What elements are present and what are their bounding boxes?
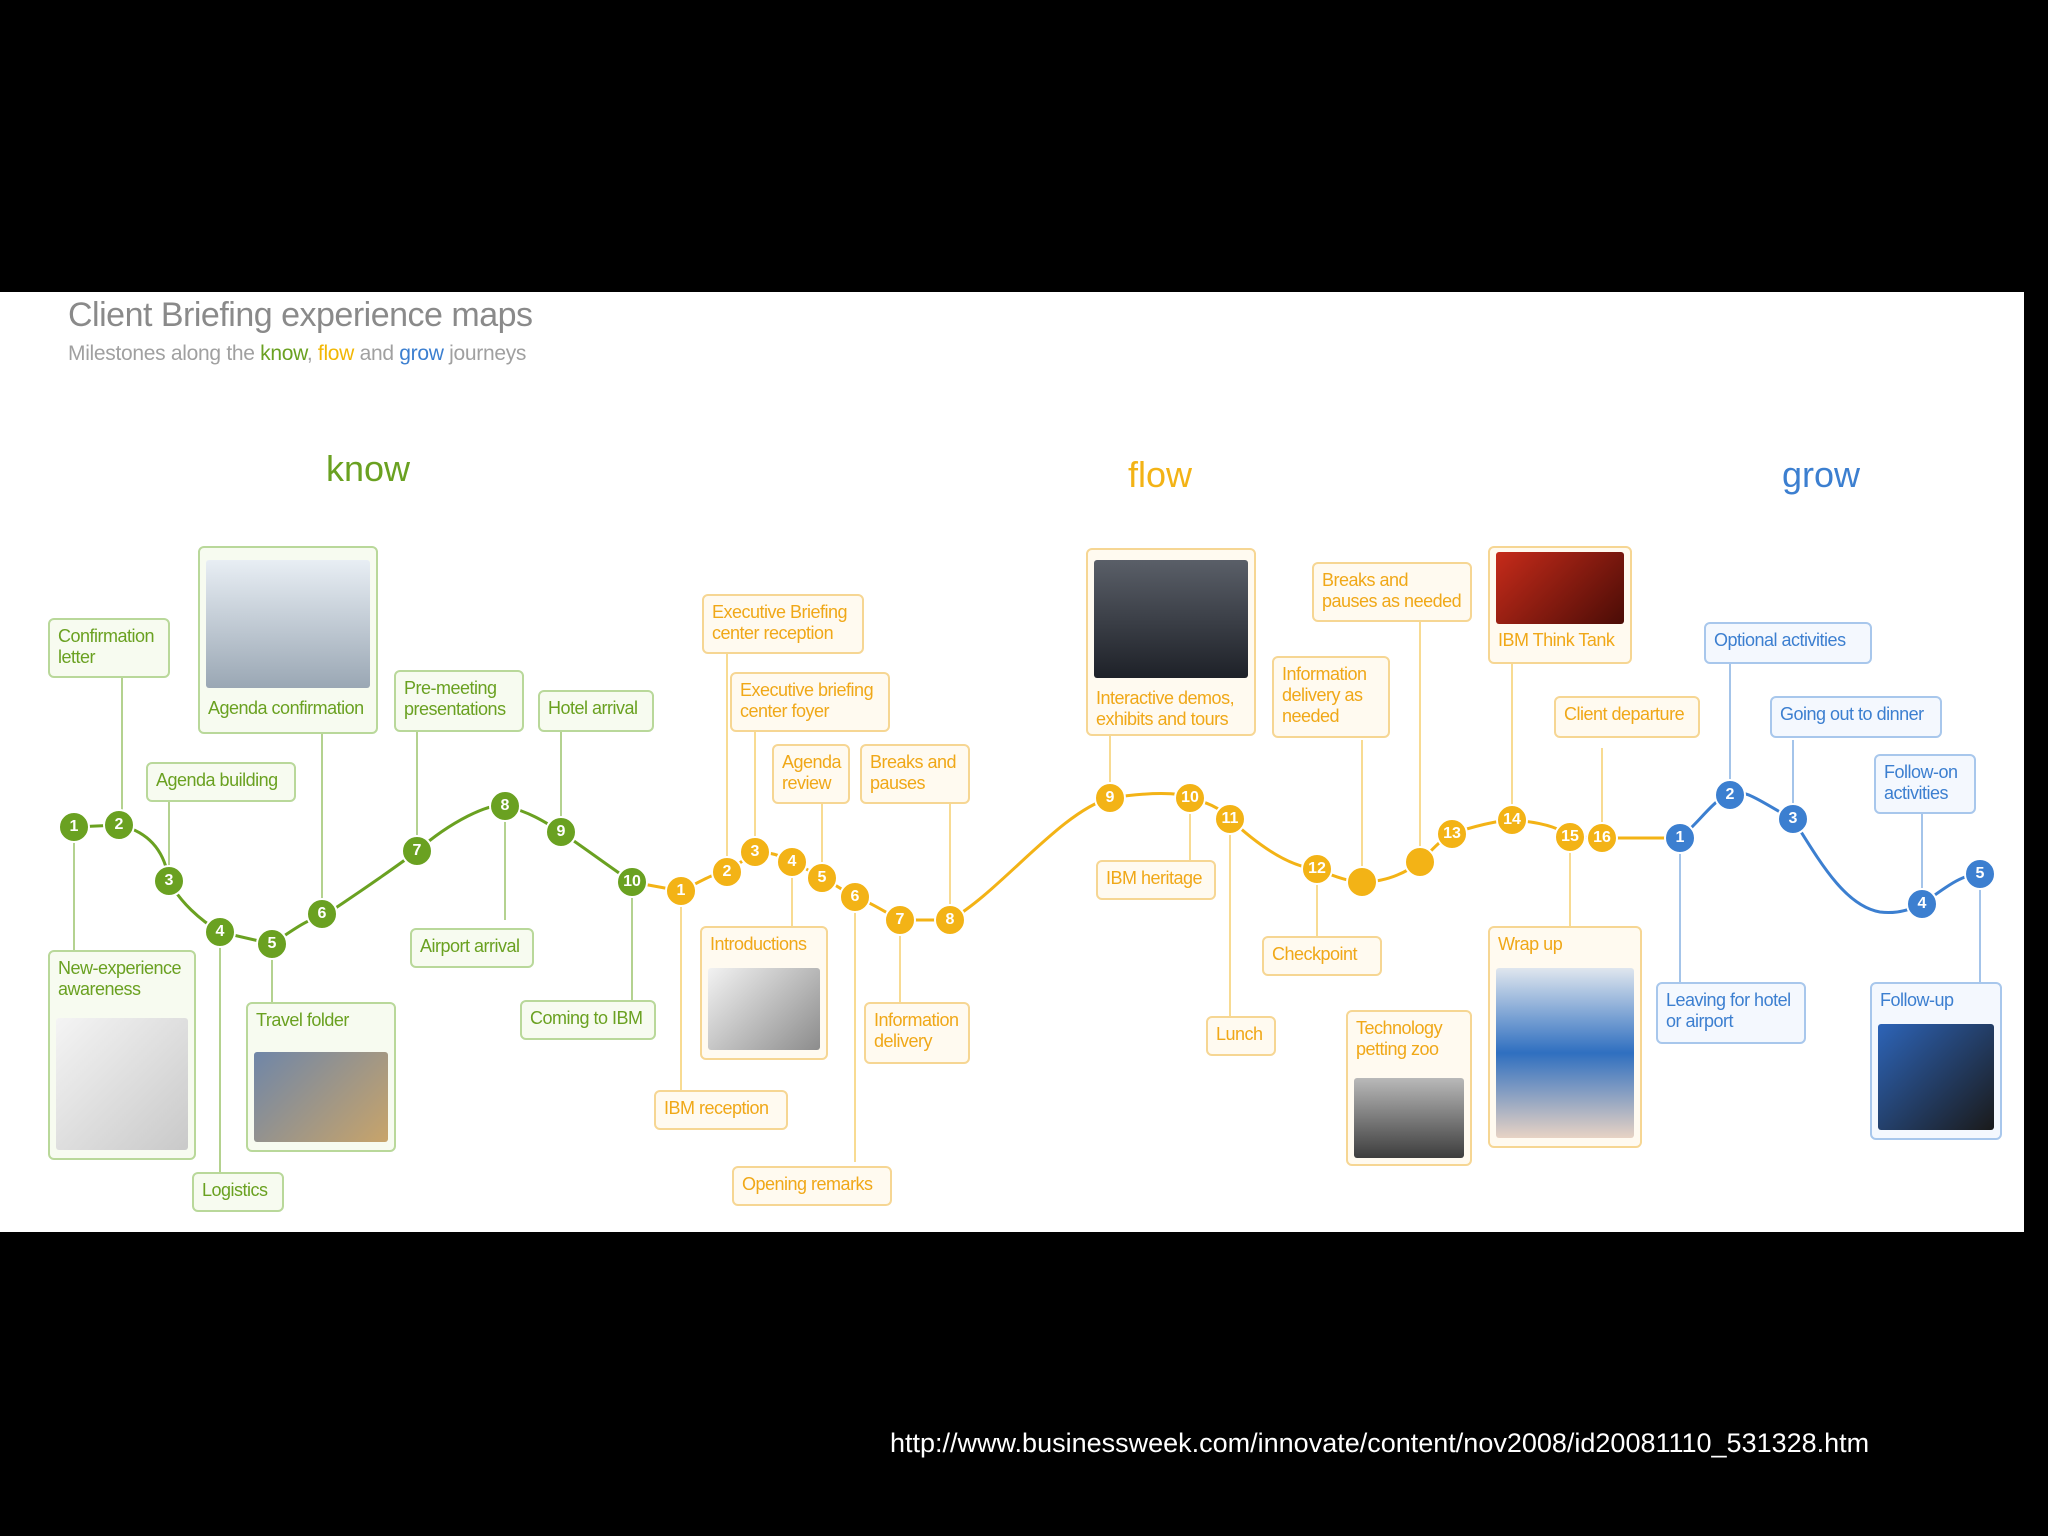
label-agenda-review: Agenda review [772,744,850,804]
know-node: 7 [401,835,433,867]
flow-node: 12 [1301,853,1333,885]
subtitle-sep1: , [306,342,318,365]
label-confirmation-letter: Confirmation letter [48,618,170,678]
flow-node: 16 [1586,822,1618,854]
label-agenda-confirmation: Agenda confirmation [198,546,378,734]
flow-node: 15 [1554,821,1586,853]
experience-map-panel: Client Briefing experience maps Mileston… [0,292,2024,1232]
flow-node [1346,866,1378,898]
label-travel-folder: Travel folder [246,1002,396,1152]
label-information-as-needed: Information delivery as needed [1272,656,1390,738]
label-wrap-up: Wrap up [1488,926,1642,1148]
label-introductions: Introductions [700,926,828,1060]
label-follow-on-activities: Follow-on activities [1874,754,1976,814]
subtitle-know: know [260,342,307,365]
label-going-out-to-dinner: Going out to dinner [1770,696,1942,738]
tech-zoo-text: Technology petting zoo [1356,1018,1443,1059]
travel-folder-image [254,1052,388,1142]
follow-up-text: Follow-up [1880,990,1954,1010]
journey-heading-grow: grow [1782,454,1861,495]
label-hotel-arrival: Hotel arrival [538,690,654,732]
label-agenda-building: Agenda building [146,762,296,802]
label-ibm-heritage: IBM heritage [1096,860,1216,900]
know-node: 5 [256,928,288,960]
wrap-up-image [1496,968,1634,1138]
flow-node [1404,846,1436,878]
introductions-image [708,968,820,1050]
know-node: 9 [545,816,577,848]
label-lunch: Lunch [1206,1016,1276,1056]
monitor-image [206,560,370,688]
travel-folder-text: Travel folder [256,1010,349,1030]
know-node: 1 [58,811,90,843]
flow-node: 5 [806,862,838,894]
know-node: 10 [616,866,648,898]
awareness-image [56,1018,188,1150]
know-node: 4 [204,916,236,948]
label-opening-remarks: Opening remarks [732,1166,892,1206]
grow-node: 3 [1777,803,1809,835]
label-client-departure: Client departure [1554,696,1700,738]
demo-image [1094,560,1248,678]
flow-node: 9 [1094,782,1126,814]
journey-heading-flow: flow [1128,454,1193,495]
journey-heading-know: know [326,448,411,489]
label-ibm-think-tank: IBM Think Tank [1488,546,1632,664]
agenda-confirmation-text: Agenda confirmation [208,698,364,718]
grow-node: 5 [1964,858,1996,890]
flow-node: 4 [776,846,808,878]
subtitle-grow: grow [399,342,444,365]
label-new-experience-awareness: New-experience awareness [48,950,196,1160]
page-title: Client Briefing experience maps [68,296,533,334]
flow-node: 7 [884,904,916,936]
source-url: http://www.businessweek.com/innovate/con… [890,1428,1870,1458]
flow-node: 14 [1496,804,1528,836]
label-airport-arrival: Airport arrival [410,928,534,968]
label-optional-activities: Optional activities [1704,622,1872,664]
grow-node: 4 [1906,888,1938,920]
petting-zoo-image [1354,1078,1464,1158]
flow-node: 2 [711,856,743,888]
flow-node: 6 [839,881,871,913]
know-node: 3 [153,865,185,897]
subtitle-sep2: and [354,342,400,365]
know-node: 2 [103,809,135,841]
subtitle-suffix: journeys [443,342,527,365]
page-subtitle: Milestones along the know, flow and grow… [68,342,526,366]
know-leader-lines [73,674,633,1180]
label-breaks-and-pauses: Breaks and pauses [860,744,970,804]
label-technology-petting-zoo: Technology petting zoo [1346,1010,1472,1166]
flow-node: 3 [739,836,771,868]
know-node: 6 [306,898,338,930]
label-leaving-for-hotel: Leaving for hotel or airport [1656,982,1806,1044]
subtitle-flow: flow [317,342,355,365]
new-experience-text: New-experience awareness [58,958,182,999]
interactive-demos-text: Interactive demos, exhibits and tours [1096,688,1235,729]
flow-node: 10 [1174,782,1206,814]
grow-node: 1 [1664,822,1696,854]
label-pre-meeting-presentations: Pre-meeting presentations [394,670,524,732]
think-tank-text: IBM Think Tank [1498,630,1615,650]
label-executive-briefing-reception: Executive Briefing center reception [702,594,864,654]
label-checkpoint: Checkpoint [1262,936,1382,976]
wrap-up-text: Wrap up [1498,934,1563,954]
subtitle-prefix: Milestones along the [68,342,261,365]
label-logistics: Logistics [192,1172,284,1212]
flow-node: 11 [1214,803,1246,835]
think-tank-image [1496,552,1624,624]
label-interactive-demos: Interactive demos, exhibits and tours [1086,548,1256,736]
grow-node: 2 [1714,779,1746,811]
label-executive-briefing-foyer: Executive briefing center foyer [730,672,890,732]
follow-up-image [1878,1024,1994,1130]
know-node: 8 [489,790,521,822]
flow-node: 8 [934,904,966,936]
label-coming-to-ibm: Coming to IBM [520,1000,656,1040]
label-ibm-reception: IBM reception [654,1090,788,1130]
label-follow-up: Follow-up [1870,982,2002,1140]
flow-node: 1 [665,875,697,907]
label-breaks-as-needed: Breaks and pauses as needed [1312,562,1472,622]
flow-node: 13 [1436,818,1468,850]
introductions-text: Introductions [710,934,807,954]
label-information-delivery: Information delivery [864,1002,970,1064]
